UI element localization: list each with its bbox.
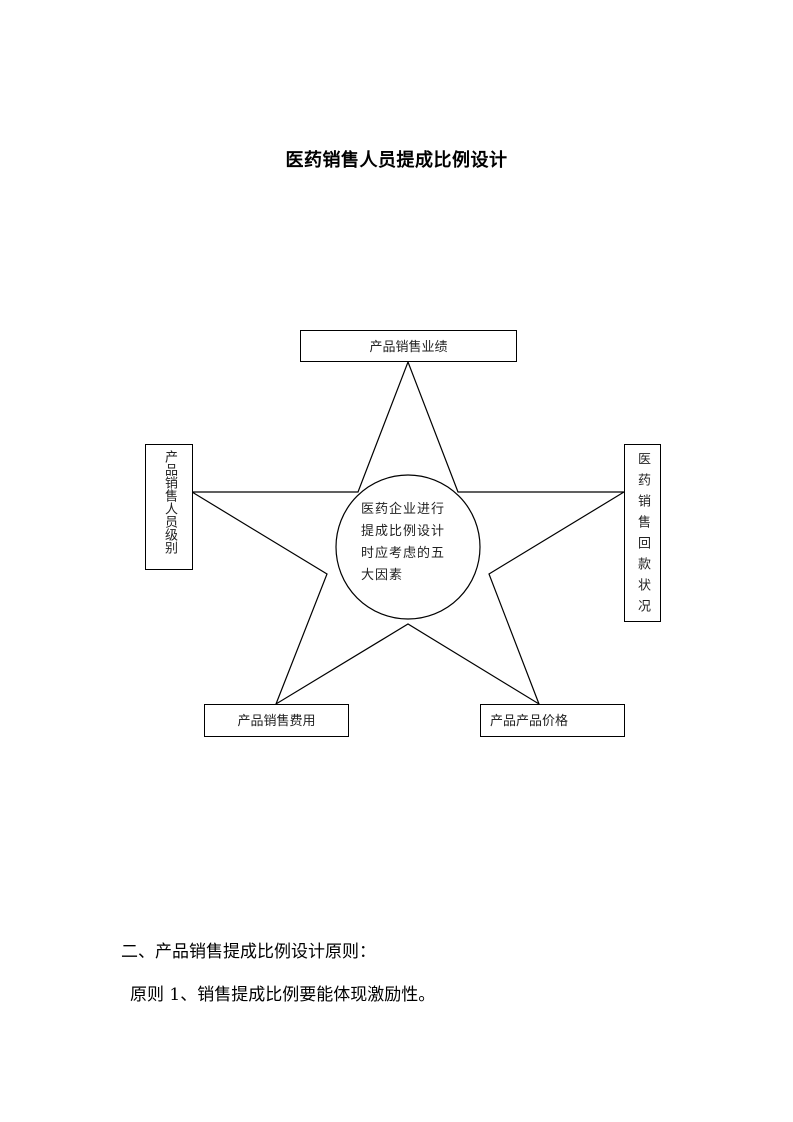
factor-box-bottom-right: 产品产品价格 [480, 704, 625, 737]
factor-box-bottom-left: 产品销售费用 [204, 704, 349, 737]
center-circle [335, 474, 481, 620]
factor-box-top: 产品销售业绩 [300, 330, 517, 362]
factor-label-sales-performance: 产品销售业绩 [369, 339, 448, 355]
factor-label-product-price: 产品产品价格 [490, 714, 569, 729]
section-heading: 二、产品销售提成比例设计原则： [121, 942, 376, 962]
factor-label-staff-level: 产品销售人员级别 [162, 450, 177, 554]
principle-1-text: 原则 1、销售提成比例要能体现激励性。 [130, 985, 436, 1005]
factor-box-right: 医药销售回款状况 [624, 444, 661, 622]
document-title: 医药销售人员提成比例设计 [285, 150, 508, 171]
factor-label-sales-cost: 产品销售费用 [237, 714, 316, 729]
factor-box-left: 产品销售人员级别 [145, 444, 193, 570]
center-circle-text: 医药企业进行提成比例设计时应考虑的五大因素 [361, 502, 446, 583]
factor-label-payment-collection: 医药销售回款状况 [635, 452, 650, 620]
